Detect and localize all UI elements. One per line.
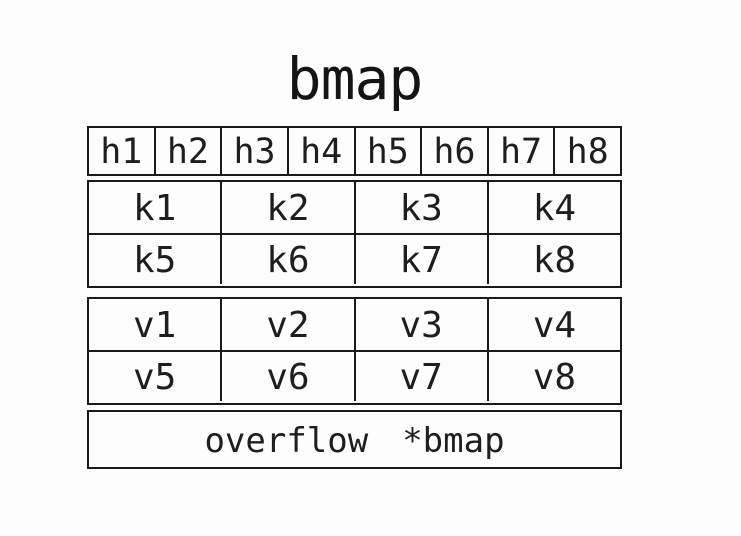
tophash-cell-h8: h8 <box>566 132 609 172</box>
value-cell-v2: v2 <box>222 299 356 350</box>
keys-row-2: k5 k6 k7 k8 <box>89 233 620 284</box>
key-cell-k6: k6 <box>222 235 356 284</box>
tophash-cell-h4: h4 <box>289 128 356 174</box>
tophash-cell-h6: h6 <box>422 128 489 174</box>
value-cell-v5: v5 <box>89 352 223 401</box>
key-cell-k8: k8 <box>532 240 577 281</box>
tophash-cell-h7: h7 <box>489 128 556 174</box>
tophash-block: h1 h2 h3 h4 h5 h6 h7 h8 <box>87 126 622 176</box>
diagram-title: bmap <box>286 45 424 113</box>
tophash-cell-h3: h3 <box>222 128 289 174</box>
value-cell-v6: v6 <box>222 352 356 401</box>
overflow-label: overflow <box>204 420 369 461</box>
value-cell-v8: v8 <box>532 357 577 398</box>
tophash-cell-h1: h1 <box>89 128 156 174</box>
bmap-diagram: h1 h2 h3 h4 h5 h6 h7 h8 k1 k2 k3 k4 k5 k… <box>87 126 622 469</box>
values-row-2: v5 v6 v7 v8 <box>89 350 620 401</box>
values-row-1: v1 v2 v3 v4 <box>89 299 620 350</box>
key-cell-k2: k2 <box>222 182 356 233</box>
keys-block: k1 k2 k3 k4 k5 k6 k7 k8 <box>87 180 622 288</box>
key-cell-k3: k3 <box>356 182 489 233</box>
key-cell-k4: k4 <box>532 188 577 229</box>
values-block: v1 v2 v3 v4 v5 v6 v7 v8 <box>87 297 622 405</box>
tophash-cell-h2: h2 <box>156 128 223 174</box>
key-cell-k5: k5 <box>89 235 223 284</box>
value-cell-v1: v1 <box>89 299 223 350</box>
keys-row-1: k1 k2 k3 k4 <box>89 182 620 233</box>
tophash-cell-h5: h5 <box>356 128 423 174</box>
value-cell-v7: v7 <box>356 352 489 401</box>
key-cell-k1: k1 <box>89 182 223 233</box>
overflow-block: overflow *bmap <box>87 410 622 469</box>
overflow-type: *bmap <box>402 420 505 461</box>
value-cell-v4: v4 <box>532 305 577 346</box>
tophash-row: h1 h2 h3 h4 h5 h6 h7 h8 <box>89 128 620 174</box>
value-cell-v3: v3 <box>356 299 489 350</box>
key-cell-k7: k7 <box>356 235 489 284</box>
